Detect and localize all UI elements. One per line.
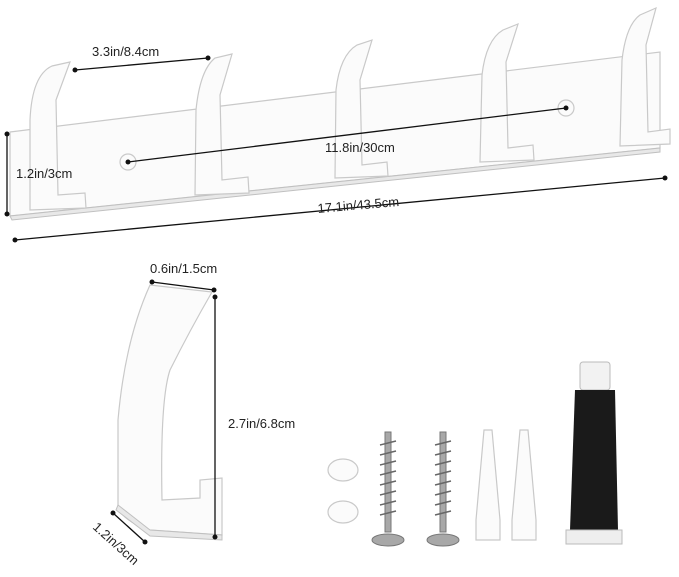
hook-depth-label: 1.2in/3cm (90, 519, 142, 568)
hook-height-label: 2.7in/6.8cm (228, 416, 295, 431)
rail-height-label: 1.2in/3cm (16, 166, 72, 181)
wall-anchors (475, 429, 537, 541)
rail-dimensions (4, 55, 668, 243)
rail-length-label: 17.1in/43.5cm (317, 194, 400, 216)
rail-hooks (29, 6, 671, 211)
hook-dimensions (110, 279, 218, 545)
hook-width-label: 0.6in/1.5cm (150, 261, 217, 276)
screws (371, 431, 460, 547)
single-hook (115, 284, 223, 541)
mount-hole-spacing-label: 11.8in/30cm (325, 140, 395, 155)
hook-spacing-label: 3.3in/8.4cm (92, 44, 159, 59)
screw-caps (327, 458, 359, 524)
glue-tube (565, 361, 623, 545)
